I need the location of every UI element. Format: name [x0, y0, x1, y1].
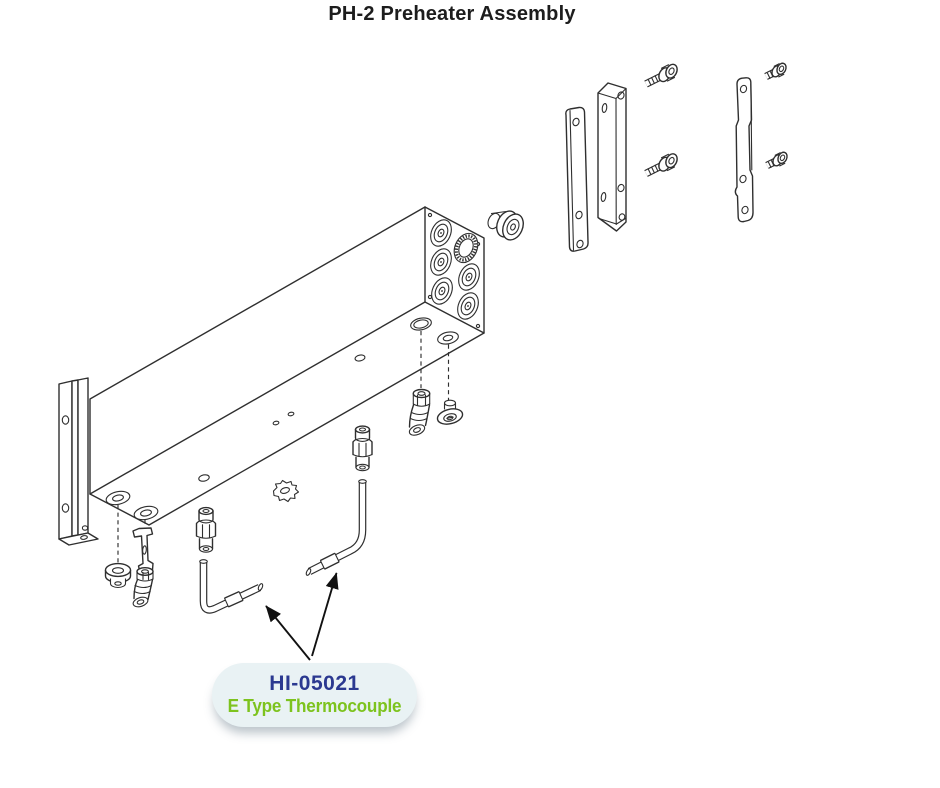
- left-end-mounting-bracket: [58, 377, 99, 546]
- retainer-bracket: [132, 527, 154, 574]
- page-title: PH-2 Preheater Assembly: [328, 3, 576, 25]
- elbow-fitting-left: [132, 567, 154, 608]
- part-name: E Type Thermocouple: [227, 696, 402, 717]
- preheater-manifold-block: [89, 206, 485, 526]
- elbow-fitting-right: [408, 388, 431, 436]
- spring-clip: [272, 479, 300, 503]
- arrow-to-left-probe: [265, 605, 311, 661]
- arrow-to-right-probe: [311, 572, 339, 657]
- thermocouple-probe-left: [199, 559, 264, 614]
- knurled-port-opening: [453, 232, 479, 264]
- right-face-port-plugs: [430, 219, 480, 320]
- channel-mounting-bracket: [597, 82, 627, 232]
- side-mounting-bar: [734, 77, 754, 223]
- exploded-port-cap: [487, 210, 524, 241]
- sealing-grommet: [104, 562, 132, 589]
- callout-arrows: [265, 572, 339, 661]
- thermocouple-probe-right: [305, 479, 367, 576]
- bottom-port-cap: [436, 399, 464, 425]
- button-head-screw: [764, 62, 787, 80]
- bottom-ports: [105, 317, 459, 521]
- compression-fitting: [195, 506, 217, 553]
- part-number: HI-05021: [269, 672, 360, 696]
- part-callout-bubble: HI-05021 E Type Thermocouple: [212, 663, 417, 727]
- socket-head-screw: [644, 63, 678, 88]
- alignment-dashed-lines: [117, 331, 450, 563]
- flat-mounting-bar: [565, 106, 589, 252]
